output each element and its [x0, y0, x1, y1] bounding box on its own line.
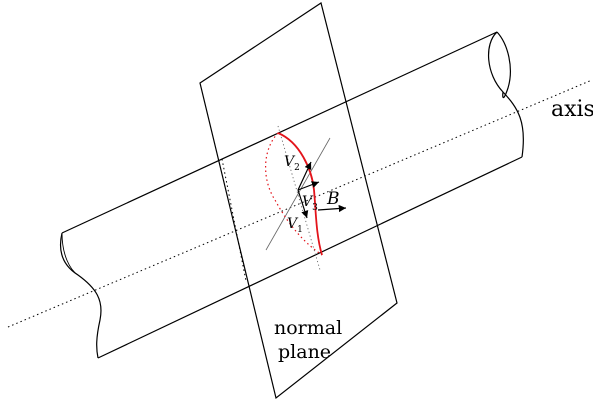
v3-arrow: [297, 181, 320, 191]
v3-label: V3: [302, 194, 318, 213]
v1-arrow: [297, 189, 309, 219]
axis-label: axis: [551, 97, 593, 122]
tube-left-end-inner: [61, 232, 79, 276]
b-label: B: [326, 189, 340, 209]
frame-line-b: [277, 125, 321, 271]
v2-arrow: [297, 161, 312, 191]
frame-line-a: [265, 137, 331, 251]
tube-left-end: [59, 232, 102, 359]
tube-lower-edge: [97, 156, 523, 359]
cross-section-front: [277, 132, 323, 256]
hidden-edge-left: [221, 158, 247, 282]
b-arrow: [317, 204, 347, 213]
v1-label: V1: [287, 216, 303, 235]
tube-right-end-rim: [496, 31, 511, 99]
normal-plane: [199, 2, 398, 400]
normal-plane-label-line2: plane: [278, 341, 331, 363]
v2-label: V2: [284, 154, 300, 173]
normal-plane-label-line1: normal: [274, 317, 342, 339]
tube-upper-edge: [61, 31, 498, 234]
cross-section-back: [265, 132, 323, 256]
axis-line: [7, 79, 593, 328]
